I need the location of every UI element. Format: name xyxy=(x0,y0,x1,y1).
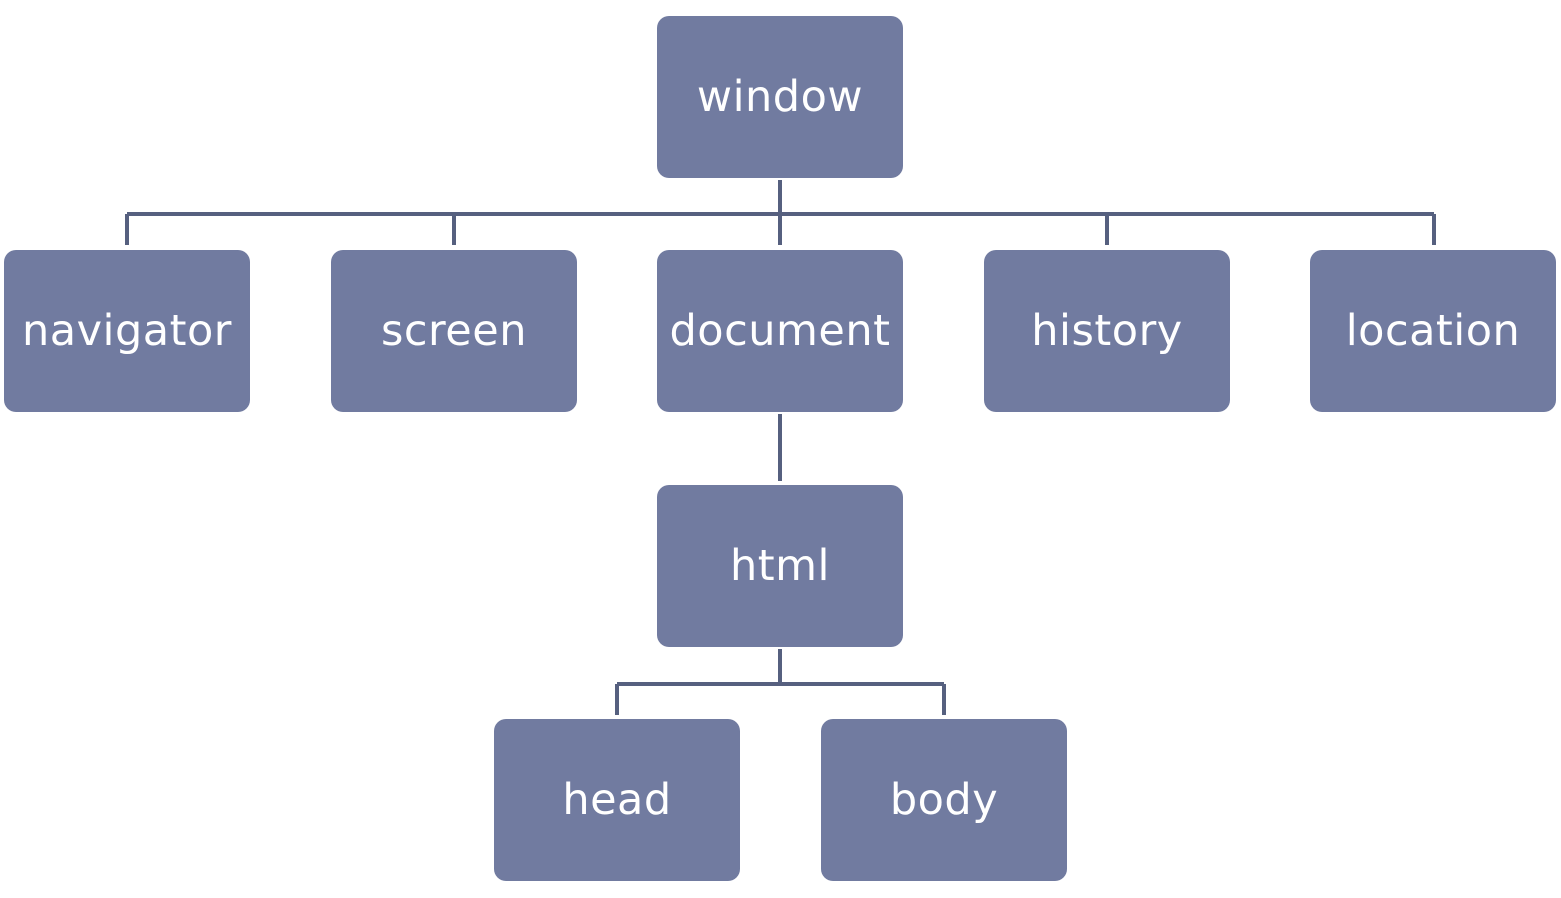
node-label: document xyxy=(669,306,891,356)
node-html: html xyxy=(657,485,903,647)
node-window: window xyxy=(657,16,903,178)
node-screen: screen xyxy=(331,250,577,412)
node-label: navigator xyxy=(22,306,232,356)
node-head: head xyxy=(494,719,740,881)
node-document: document xyxy=(657,250,903,412)
node-navigator: navigator xyxy=(4,250,250,412)
node-label: screen xyxy=(381,306,527,356)
node-body: body xyxy=(821,719,1067,881)
node-label: location xyxy=(1345,306,1521,356)
node-location: location xyxy=(1310,250,1556,412)
node-label: window xyxy=(696,72,864,122)
node-label: body xyxy=(889,775,999,825)
node-history: history xyxy=(984,250,1230,412)
node-label: html xyxy=(730,541,830,591)
node-label: history xyxy=(1031,306,1183,356)
node-label: head xyxy=(562,775,672,825)
